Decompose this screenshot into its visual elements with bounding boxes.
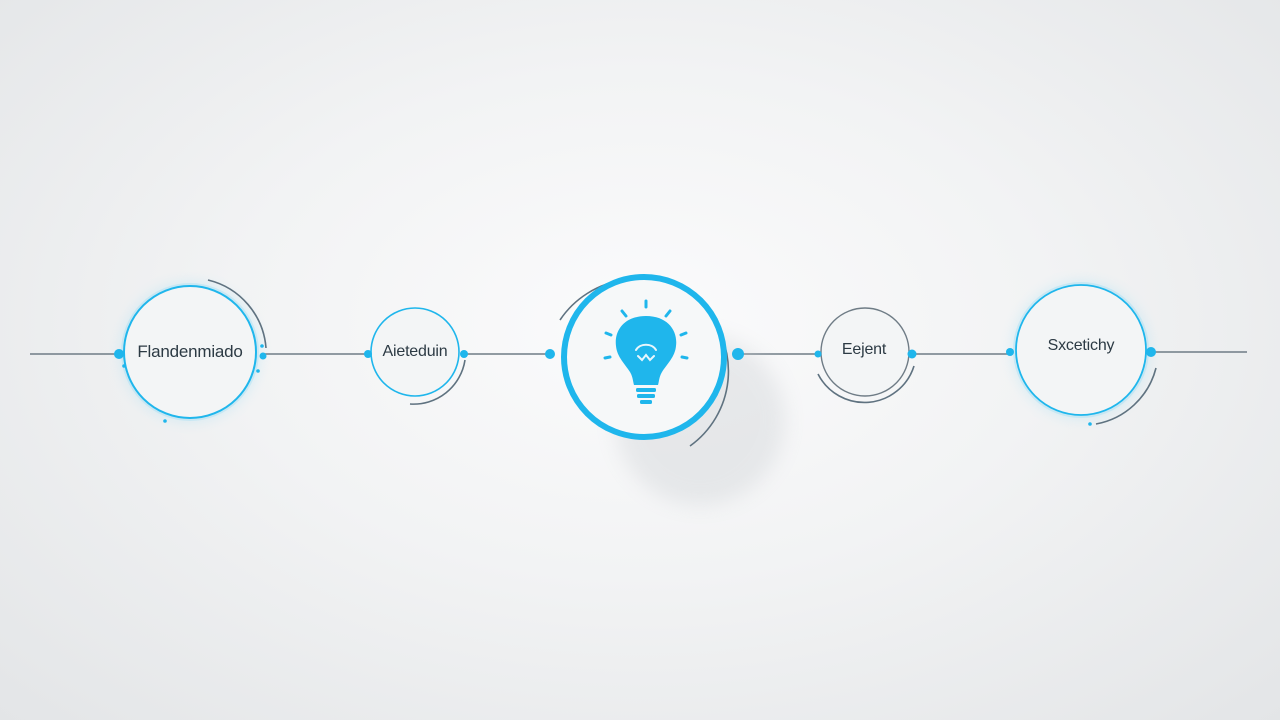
- lightbulb-base-2: [637, 394, 655, 398]
- node-5-label: Sxcetichy: [1047, 337, 1115, 354]
- node-5-connector-dot-right: [1146, 347, 1156, 357]
- node-4-connector-dot-left: [814, 350, 822, 358]
- lightbulb-bulb: [615, 316, 677, 385]
- lightbulb-base-3: [640, 400, 652, 404]
- node-1-connector-dot-left: [114, 349, 124, 359]
- node-4-label: Eejent: [841, 341, 887, 358]
- node-1-sparks: [122, 344, 264, 423]
- node-1-circle: [123, 285, 257, 419]
- node-5-circle: [1015, 284, 1147, 416]
- node-5-outer-arc: [1095, 367, 1157, 425]
- node-5-connector-dot-left: [1006, 348, 1014, 356]
- node-1-label: Flandenmiado: [137, 342, 243, 361]
- node-2-label: Aieteduin: [382, 343, 448, 360]
- node-1-outer-arc: [207, 279, 267, 349]
- node-2-outer-arc: [409, 359, 466, 405]
- node-2-connector-dot-right: [460, 350, 468, 358]
- lightbulb-icon: [603, 299, 689, 404]
- node-4-outer-arc: [817, 365, 915, 404]
- node-2: [364, 307, 468, 405]
- node-3-connector-dot-right: [732, 348, 744, 360]
- node-5: [1006, 282, 1157, 426]
- lightbulb-rays: [603, 299, 689, 360]
- node-1-connector-dot-right: [259, 352, 267, 360]
- lightbulb-base-1: [636, 388, 656, 392]
- lightbulb-filament: [635, 343, 657, 362]
- node-1: [114, 279, 267, 423]
- node-3-connector-dot-left: [545, 349, 555, 359]
- node-3-central: [545, 274, 785, 505]
- node-5-spark: [1088, 422, 1092, 426]
- node-2-connector-dot-left: [364, 350, 372, 358]
- node-4: [814, 307, 917, 404]
- node-4-connector-dot-right: [907, 349, 917, 359]
